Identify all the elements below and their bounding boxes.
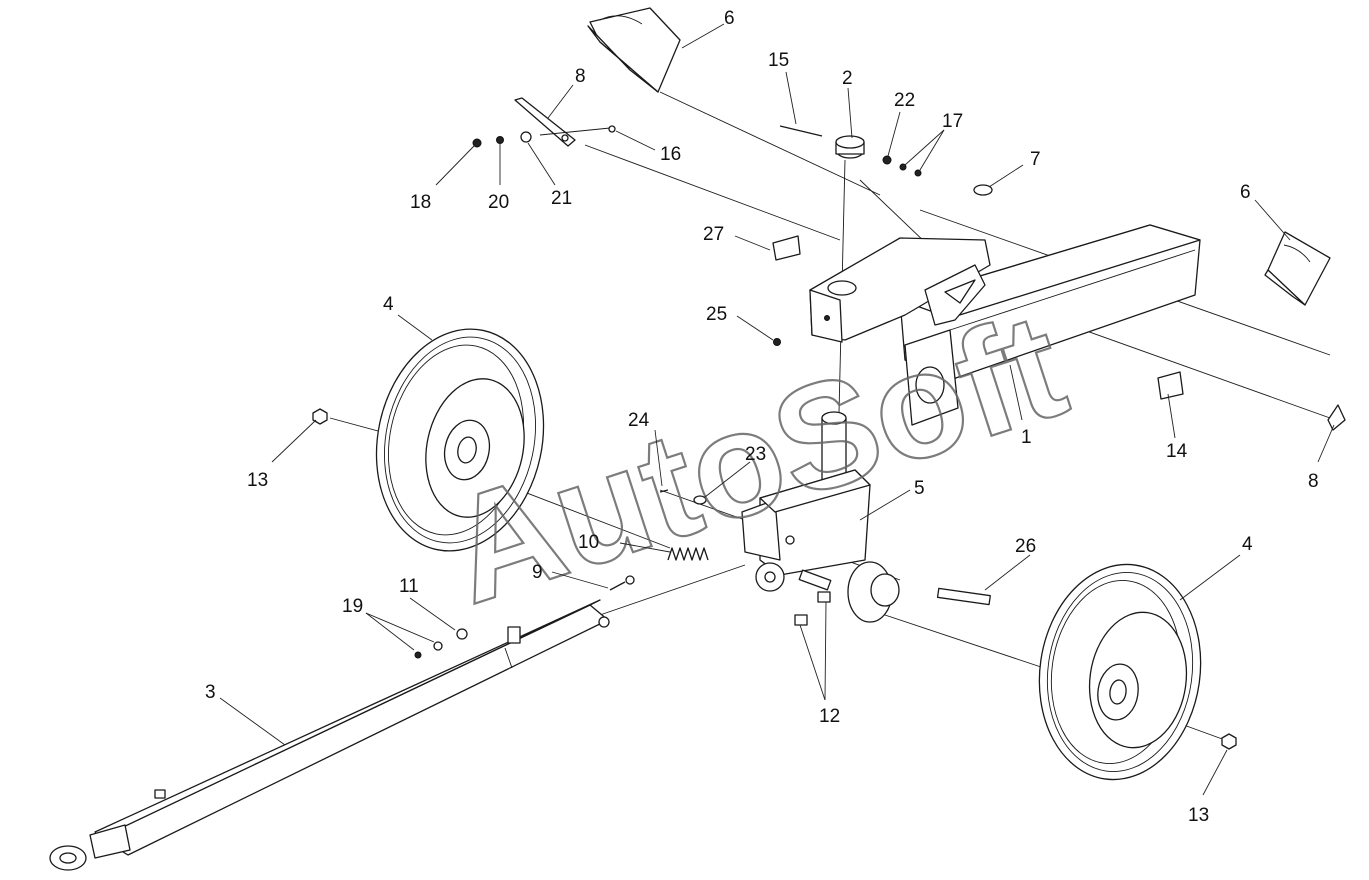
callout-20: 20: [488, 192, 509, 213]
callout-1: 1: [1021, 427, 1032, 448]
callout-14: 14: [1166, 441, 1188, 462]
callout-8-lever: 8: [575, 66, 586, 87]
callout-4-wheel-left: 4: [383, 294, 394, 315]
axle-bracket: [741, 411, 900, 623]
callout-7: 7: [1030, 149, 1041, 170]
callout-5: 5: [914, 478, 925, 499]
callout-21: 21: [551, 188, 572, 209]
callout-4-wheel-right: 4: [1242, 534, 1253, 555]
leader-lines: [219, 23, 1335, 796]
callout-12: 12: [819, 706, 840, 727]
wheel-left: [375, 328, 545, 552]
callout-17: 17: [942, 111, 963, 132]
callout-19: 19: [342, 596, 363, 617]
callout-15: 15: [768, 50, 789, 71]
callout-18: 18: [410, 192, 431, 213]
guard-right: [1264, 231, 1331, 306]
callout-25: 25: [706, 304, 727, 325]
callout-27: 27: [703, 224, 724, 245]
wheel-right: [1038, 563, 1202, 781]
swivel-housing: [809, 237, 991, 343]
callout-22: 22: [894, 90, 915, 111]
callout-13-nut-right: 13: [1188, 805, 1209, 826]
callout-3: 3: [205, 682, 216, 703]
callout-labels: 6 15 2 22 17 8 16 18 20 21 7 6 27 4 25 1…: [205, 8, 1319, 826]
callout-6-guard-left: 6: [724, 8, 735, 29]
callout-8-clip: 8: [1308, 471, 1319, 492]
callout-6-guard-right: 6: [1240, 182, 1251, 203]
callout-24: 24: [628, 410, 650, 431]
callout-2: 2: [842, 68, 853, 89]
drawbar: [49, 599, 610, 871]
callout-9: 9: [532, 562, 543, 583]
callout-11: 11: [399, 576, 419, 597]
callout-26: 26: [1015, 536, 1036, 557]
callout-16: 16: [660, 144, 681, 165]
guard-left: [587, 7, 681, 93]
hardware: [312, 97, 1346, 750]
callout-10: 10: [578, 532, 599, 553]
callout-23: 23: [745, 444, 766, 465]
callout-13-nut-left: 13: [247, 470, 268, 491]
